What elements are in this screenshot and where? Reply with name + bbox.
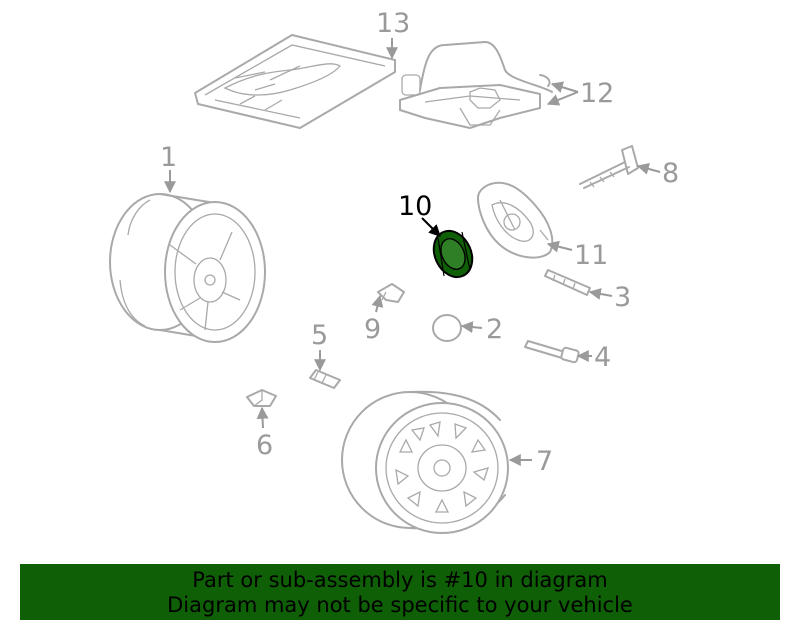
leader-10 [421,217,441,237]
leader-3 [588,288,613,300]
callout-10: 10 [398,191,432,222]
callout-2: 2 [486,314,503,345]
part-10-spacer[interactable] [427,225,480,284]
leader-12a [550,81,579,93]
leader-9 [371,294,384,313]
banner-line-2: Diagram may not be specific to your vehi… [167,593,633,617]
callout-8: 8 [662,158,679,189]
parts-diagram: 13 12 1 8 10 11 3 9 2 4 5 6 7 [109,8,679,534]
part-11-bracket[interactable] [477,181,554,259]
part-5-bolt[interactable] [309,369,341,389]
banner-line-1: Part or sub-assembly is #10 in diagram [192,568,608,592]
part-12-jack[interactable] [399,41,553,129]
callout-12: 12 [580,78,614,109]
part-9-clip[interactable] [377,283,405,303]
callout-7: 7 [536,446,553,477]
callout-5: 5 [311,320,328,351]
callout-9: 9 [364,314,381,345]
part-8-bolt[interactable] [579,145,639,189]
part-1-wheel[interactable] [109,193,266,343]
callout-numbers: 13 12 1 8 10 11 3 9 2 4 5 6 7 [160,8,679,477]
leader-6 [256,406,269,429]
leader-11 [546,240,573,253]
leader-12b [546,91,579,106]
part-3-stud[interactable] [544,269,591,296]
callout-3: 3 [614,282,631,313]
callout-6: 6 [256,430,273,461]
callout-4: 4 [594,342,611,373]
callout-11: 11 [574,240,608,271]
part-6-lug-nut[interactable] [246,389,277,407]
leader-8 [636,163,661,175]
leader-2 [460,321,483,334]
part-2-ring[interactable] [432,314,462,342]
leader-lines [164,38,661,466]
callout-1: 1 [160,142,177,173]
info-banner: Part or sub-assembly is #10 in diagram D… [20,564,780,620]
part-4-valve[interactable] [524,340,580,364]
part-13-tool-kit[interactable] [194,34,396,129]
part-7-spare-tire[interactable] [341,390,509,534]
callout-13: 13 [376,8,410,39]
